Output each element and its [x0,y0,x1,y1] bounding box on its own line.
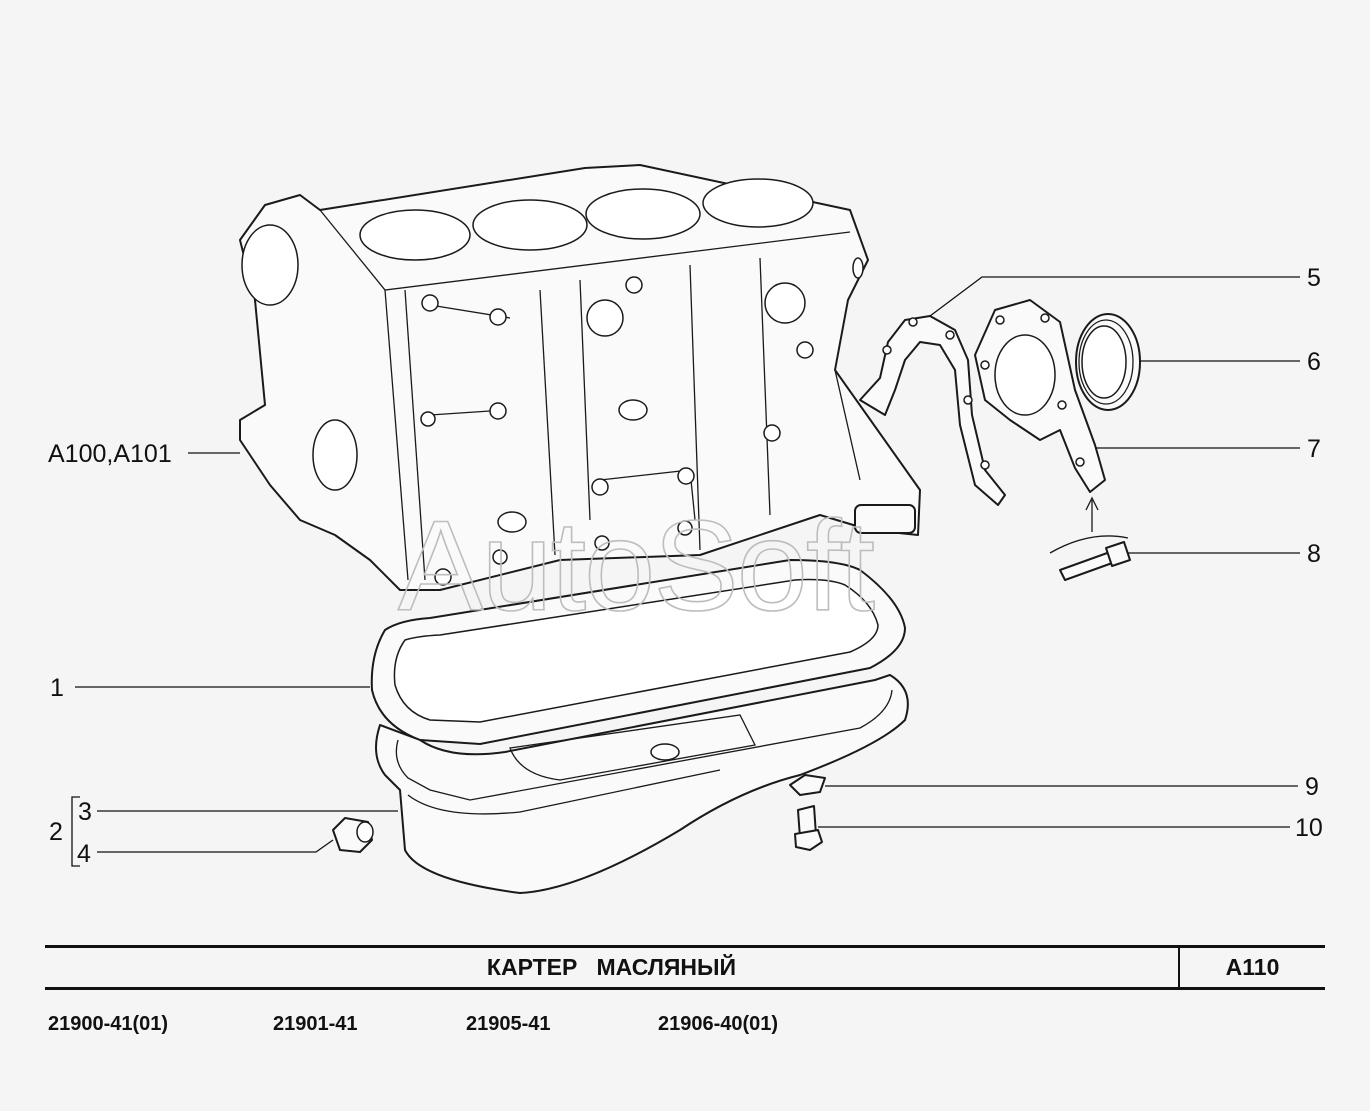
model-code: 21901-41 [273,1013,358,1035]
callout-1: 1 [50,674,64,702]
callout-8: 8 [1307,540,1321,568]
cover-bolt [1049,496,1131,581]
washer [789,774,826,796]
callout-2: 2 [49,818,63,846]
title-block: КАРТЕР МАСЛЯНЫЙ A110 [45,945,1325,990]
callout-labels: A100,A101 1 2 3 4 5 6 7 8 9 10 [48,264,1323,868]
model-list: 21900-41(01) 21901-41 21905-41 21906-40(… [0,1013,1370,1043]
model-code: 21906-40(01) [658,1013,779,1035]
title-rule-bottom [45,987,1325,990]
title-rule-top [45,945,1325,948]
leader-lines [71,276,1300,867]
callout-4: 4 [77,840,91,868]
rear-oil-seal [1075,313,1141,411]
section-code: A110 [1225,954,1280,980]
engine-block [239,164,921,591]
callout-6: 6 [1307,348,1321,376]
oil-pan-gasket [370,559,906,745]
pan-bolt [794,805,823,851]
model-code: 21900-41(01) [48,1013,169,1035]
model-code: 21905-41 [466,1013,551,1035]
callout-5: 5 [1307,264,1321,292]
drain-plug [332,817,374,853]
watermark: AutoSoft [398,495,874,638]
title-separator [1178,945,1180,989]
callout-a100: A100,A101 [48,440,172,468]
parts-diagram: AutoSoft A100,A101 1 2 3 4 5 6 7 8 9 10 [48,164,1323,894]
callout-3: 3 [78,798,92,826]
page-title: КАРТЕР МАСЛЯНЫЙ [486,954,737,980]
callout-7: 7 [1307,435,1321,463]
rear-seal-holder [974,299,1106,493]
callout-9: 9 [1305,773,1319,801]
oil-pan [375,674,909,894]
callout-10: 10 [1295,814,1323,842]
rear-cover-gasket [859,315,1006,506]
